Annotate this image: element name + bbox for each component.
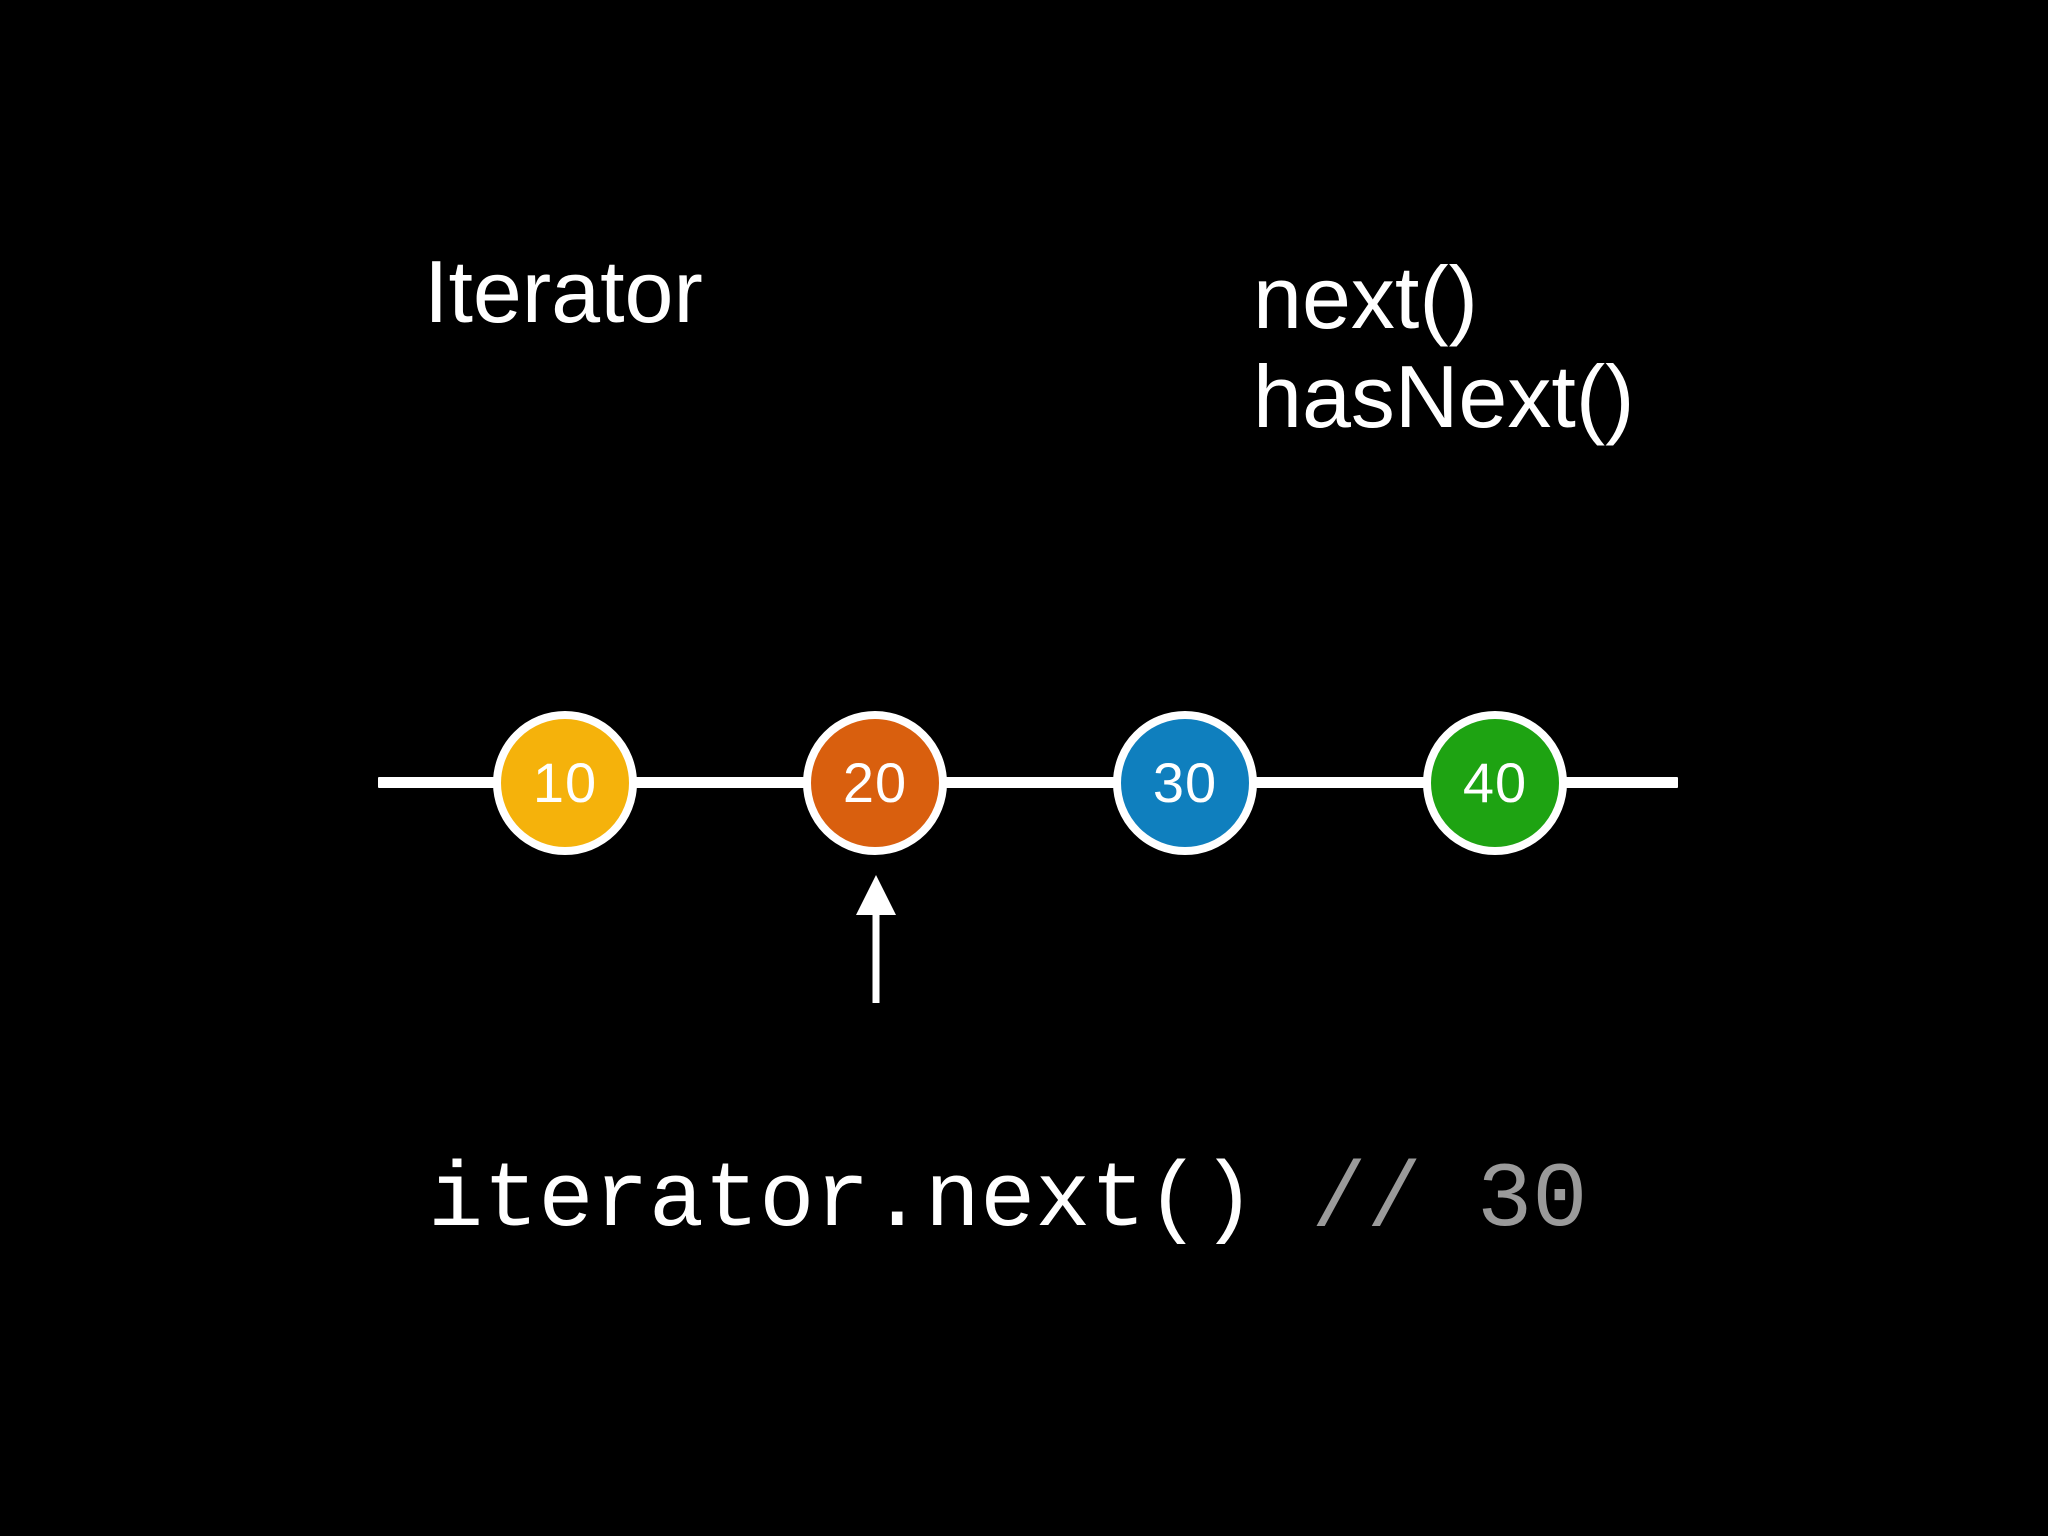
- cursor-position-indicator: [846, 873, 906, 1003]
- list-node-label: 10: [532, 751, 598, 814]
- method-item-next: next(): [1253, 248, 1478, 347]
- page-title: Iterator: [424, 242, 703, 341]
- list-node-10[interactable]: 10: [493, 711, 637, 855]
- iterator-methods-list: next() hasNext(): [1253, 248, 1634, 447]
- code-statement: iterator.next() // 30: [428, 1155, 1587, 1247]
- up-arrow-icon: [856, 875, 896, 1003]
- code-expression: iterator.next(): [428, 1148, 1257, 1253]
- list-node-40[interactable]: 40: [1423, 711, 1567, 855]
- list-node-30[interactable]: 30: [1113, 711, 1257, 855]
- list-node-label: 40: [1462, 751, 1528, 814]
- list-node-label: 30: [1152, 751, 1218, 814]
- list-node-20[interactable]: 20: [803, 711, 947, 855]
- method-item-hasnext: hasNext(): [1253, 347, 1635, 447]
- list-node-label: 20: [842, 751, 908, 814]
- code-comment: // 30: [1311, 1148, 1588, 1253]
- connector-line: [378, 777, 1678, 788]
